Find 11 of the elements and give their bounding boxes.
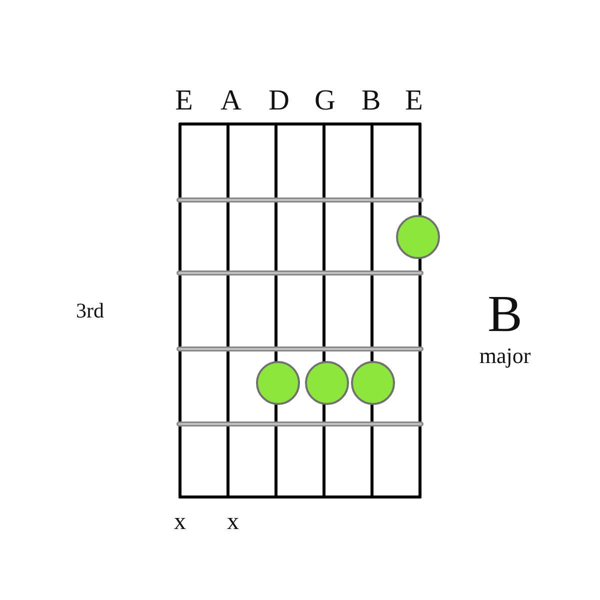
string-name: A	[220, 86, 242, 116]
string-name: E	[405, 86, 423, 116]
string-name: G	[314, 86, 336, 116]
chord-root-name: B	[488, 289, 522, 341]
muted-string-mark: x	[227, 510, 239, 534]
string-name: E	[175, 86, 193, 116]
muted-string-mark: x	[174, 510, 186, 534]
string-name: B	[361, 86, 381, 116]
fret-position-label: 3rd	[76, 300, 104, 322]
string-name: D	[268, 86, 290, 116]
chord-quality-label: major	[479, 345, 531, 367]
